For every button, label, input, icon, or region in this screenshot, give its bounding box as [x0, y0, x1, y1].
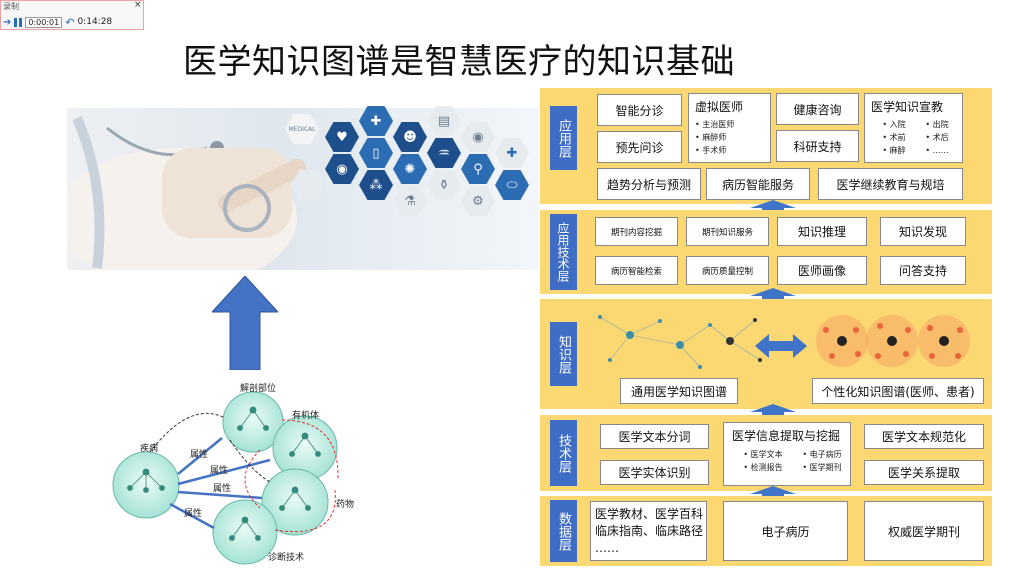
total-time: 0:14:28 [77, 17, 113, 27]
label-attr-4: 属性 [184, 509, 203, 519]
edu-box: 医学知识宣教 • 入院 • 出院 • 术前 • 术后 • 麻醉 • …… [864, 93, 963, 163]
big-up-arrow [212, 276, 278, 370]
edu-item: • 术前 [882, 133, 906, 142]
textbooks-line: 医学教材、医学百科 [595, 506, 704, 521]
recorder-title: 录制 [3, 2, 19, 11]
text-segmentation: 医学文本分词 [600, 424, 709, 449]
label-organism: 有机体 [292, 411, 320, 421]
extract-items: • 医学文本 • 电子病历 • 检测报告 • 医学期刊 [732, 448, 850, 474]
label-attr-3: 属性 [213, 484, 232, 494]
general-graph-image [598, 315, 762, 369]
label-disease: 疾病 [140, 444, 159, 454]
slide-title: 医学知识图谱是智慧医疗的知识基础 [183, 42, 735, 82]
label-anatomy: 解剖部位 [240, 384, 277, 394]
elapsed-time: 0:00:01 [25, 16, 63, 28]
health-consult: 健康咨询 [776, 93, 859, 125]
trend-analysis: 趋势分析与预测 [597, 168, 701, 200]
label-diagnosis: 诊断技术 [268, 553, 305, 563]
textbooks-line: …… [595, 540, 619, 555]
double-arrow-icon [755, 334, 807, 358]
entity-recognition: 医学实体识别 [600, 460, 709, 485]
textbooks-box: 医学教材、医学百科 临床指南、临床路径 …… [590, 501, 707, 561]
app-layer-tag: 应用层 [550, 106, 577, 170]
record-quality: 病历质量控制 [686, 256, 769, 285]
qa-support: 问答支持 [880, 256, 966, 285]
info-extraction-box: 医学信息提取与挖掘 • 医学文本 • 电子病历 • 检测报告 • 医学期刊 [723, 422, 851, 486]
label-attr-2: 属性 [210, 466, 229, 476]
up-arrow-3 [750, 404, 796, 420]
virtual-doctor-box: 虚拟医师 • 主治医师 • 麻醉师 • 手术师 [688, 93, 771, 163]
medical-hex-image: MEDICAL ♥ ✚ ☻ ▤ ◉ ✚ ◉ ▯ ✺ ♒ ⚲ ⁂ ⚗ ⚱ ⚙ ⬭ [67, 106, 539, 270]
virtual-doctor-title: 虚拟医师 [695, 100, 744, 114]
knowledge-discovery: 知识发现 [880, 217, 966, 246]
journals-box: 权威医学期刊 [864, 501, 984, 561]
knowledge-network-diagram [112, 391, 339, 565]
extract-item: • 电子病历 [802, 450, 842, 459]
smart-triage: 智能分诊 [597, 94, 682, 126]
label-attr-1: 属性 [190, 450, 209, 460]
tech-layer-tag: 技术层 [550, 420, 577, 486]
journal-mining: 期刊内容挖掘 [595, 217, 678, 246]
close-icon[interactable]: × [134, 0, 142, 10]
edu-item: • 麻醉 [882, 146, 906, 155]
extract-item: • 医学文本 [743, 450, 783, 459]
pause-icon[interactable] [14, 17, 23, 27]
play-arrow-icon[interactable]: ➔ [3, 16, 12, 28]
app-tech-layer-tag: 应用技术层 [550, 214, 577, 290]
virtual-doctor-item: • 麻醉师 [695, 133, 727, 142]
knowledge-reasoning: 知识推理 [777, 217, 867, 246]
virtual-doctor-item: • 手术师 [695, 146, 727, 155]
edu-item: • …… [925, 146, 949, 155]
relation-extraction: 医学关系提取 [864, 460, 984, 485]
up-arrow-1 [750, 200, 796, 216]
edu-item: • 出院 [925, 120, 949, 129]
record-retrieval: 病历智能检索 [595, 256, 678, 285]
extract-item: • 检测报告 [743, 463, 783, 472]
doctor-hand-illustration [67, 116, 306, 270]
label-drug: 药物 [336, 500, 355, 510]
personal-kg: 个性化知识图谱(医师、患者) [812, 378, 984, 404]
cme-training: 医学继续教育与规培 [818, 168, 963, 200]
journal-service: 期刊知识服务 [686, 217, 769, 246]
general-kg: 通用医学知识图谱 [620, 378, 738, 404]
recorder-toolbar: 录制 × ➔ 0:00:01 ↶ 0:14:28 [0, 0, 144, 30]
emr-box: 电子病历 [723, 501, 848, 561]
edu-items: • 入院 • 出院 • 术前 • 术后 • 麻醉 • …… [871, 118, 957, 157]
edu-item: • 入院 [882, 120, 906, 129]
text-normalization: 医学文本规范化 [864, 424, 984, 449]
up-arrow-2 [750, 288, 796, 304]
up-arrow-4 [750, 486, 796, 502]
edu-title: 医学知识宣教 [871, 100, 944, 114]
rewind-icon[interactable]: ↶ [65, 15, 75, 29]
textbooks-line: 临床指南、临床路径 [595, 523, 704, 538]
record-service: 病历智能服务 [706, 168, 810, 200]
data-layer-tag: 数据层 [550, 500, 577, 562]
knowledge-layer-tag: 知识层 [550, 322, 577, 386]
pre-consult: 预先问诊 [597, 131, 682, 163]
research-support: 科研支持 [776, 130, 859, 162]
doctor-profile: 医师画像 [777, 256, 867, 285]
personal-graph-image [816, 315, 970, 367]
virtual-doctor-item: • 主治医师 [695, 120, 735, 129]
extract-item: • 医学期刊 [802, 463, 842, 472]
edu-item: • 术后 [925, 133, 949, 142]
info-extraction-title: 医学信息提取与挖掘 [732, 429, 841, 443]
recorder-controls: ➔ 0:00:01 ↶ 0:14:28 [3, 15, 112, 29]
